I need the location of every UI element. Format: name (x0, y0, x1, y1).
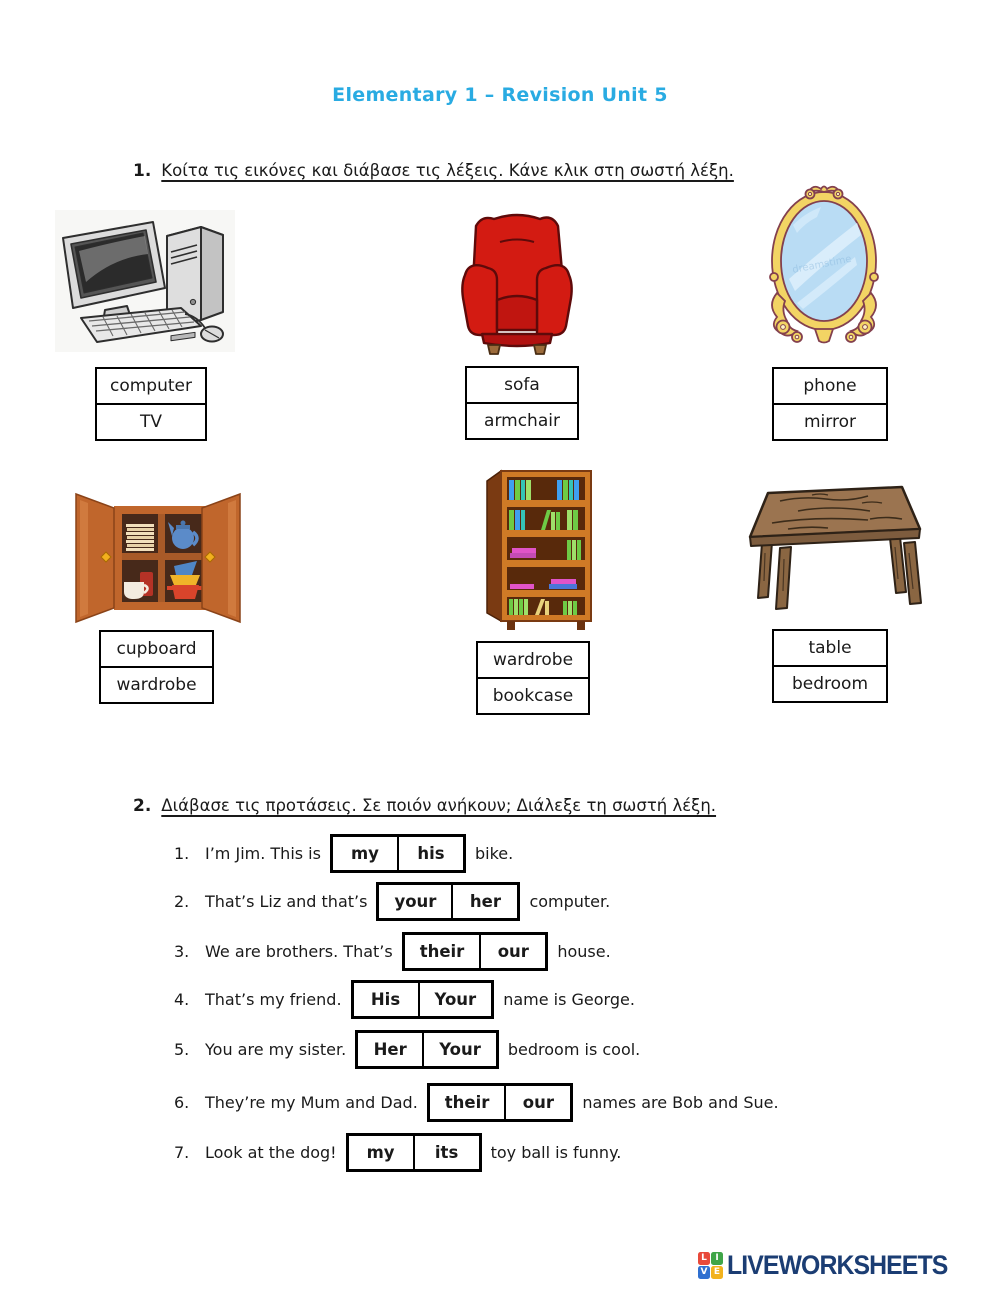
sentence-text-before: I’m Jim. This is (205, 843, 321, 863)
choice-option[interactable]: my (332, 836, 399, 870)
sentence-text-after: name is George. (503, 989, 635, 1009)
armchair-clipart-icon (461, 213, 573, 355)
exercise2-heading: 2. Διάβασε τις προτάσεις. Σε ποιόν ανήκου… (133, 796, 716, 816)
sentence-text-after: names are Bob and Sue. (582, 1092, 779, 1112)
word-option[interactable]: phone (774, 369, 886, 403)
sentence-text-after: computer. (529, 891, 611, 911)
sentence-number: 6. (174, 1092, 190, 1112)
sentence-text-after: house. (557, 941, 611, 961)
exercise1-instruction: Κοίτα τις εικόνες και διάβασε τις λέξεις… (161, 161, 734, 180)
choice-box: Her Your (355, 1029, 499, 1069)
word-option[interactable]: sofa (467, 368, 577, 402)
exercise1-heading: 1. Κοίτα τις εικόνες και διάβασε τις λέξε… (133, 161, 734, 181)
choice-option[interactable]: your (379, 884, 454, 918)
word-option[interactable]: table (774, 631, 886, 665)
wordbox-table: table bedroom (772, 629, 888, 703)
logo-square-e: E (711, 1266, 723, 1279)
sentence-number: 2. (174, 891, 190, 911)
cupboard-clipart-icon (75, 492, 241, 624)
sentence-row: 3. We are brothers. That’s their our hou… (174, 930, 611, 972)
word-option[interactable]: mirror (774, 403, 886, 439)
page-title: Elementary 1 – Revision Unit 5 (332, 84, 668, 106)
sentence-text-before: They’re my Mum and Dad. (205, 1092, 418, 1112)
sentence-text-before: We are brothers. That’s (205, 941, 393, 961)
sentence-number: 3. (174, 941, 190, 961)
wordbox-bookcase: wardrobe bookcase (476, 641, 590, 715)
word-option[interactable]: TV (97, 403, 205, 439)
sentence-row: 7. Look at the dog! my its toy ball is f… (174, 1131, 621, 1173)
choice-option[interactable]: Your (424, 1032, 496, 1066)
sentence-row: 2. That’s Liz and that’s your her comput… (174, 880, 610, 922)
word-option[interactable]: wardrobe (478, 643, 588, 677)
choice-option[interactable]: his (398, 836, 463, 870)
word-option[interactable]: armchair (467, 402, 577, 438)
logo-square-v: V (698, 1266, 710, 1279)
choice-option[interactable]: Her (358, 1032, 425, 1066)
sentence-number: 1. (174, 843, 190, 863)
word-option[interactable]: bedroom (774, 665, 886, 701)
bookcase-image (479, 467, 597, 635)
sentence-text-after: bedroom is cool. (507, 1039, 641, 1059)
choice-option[interactable]: Your (419, 982, 492, 1016)
choice-box: my its (345, 1132, 482, 1172)
choice-option[interactable]: their (404, 934, 482, 968)
choice-option[interactable]: our (481, 934, 546, 968)
armchair-image (442, 210, 592, 355)
sentence-text-after: toy ball is funny. (490, 1142, 622, 1162)
exercise1-number: 1. (133, 161, 152, 181)
choice-box: their our (426, 1082, 574, 1122)
sentence-row: 4. That’s my friend. His Your name is Ge… (174, 978, 635, 1020)
choice-option[interactable]: my (348, 1135, 415, 1169)
choice-option[interactable]: her (453, 884, 518, 918)
liveworksheets-brand-text: LIVEWORKSHEETS (727, 1250, 948, 1280)
sentence-number: 4. (174, 989, 190, 1009)
liveworksheets-logo-icon: L I V E (698, 1252, 723, 1279)
sentence-number: 7. (174, 1142, 190, 1162)
mirror-image: dreamstime (763, 181, 885, 353)
sentence-row: 6. They’re my Mum and Dad. their our nam… (174, 1081, 779, 1123)
choice-box: your her (376, 881, 521, 921)
choice-option[interactable]: their (429, 1085, 507, 1119)
sentence-number: 5. (174, 1039, 190, 1059)
choice-option[interactable]: its (414, 1135, 479, 1169)
sentence-text-before: You are my sister. (205, 1039, 347, 1059)
choice-option[interactable]: our (506, 1085, 571, 1119)
wordbox-armchair: sofa armchair (465, 366, 579, 440)
exercise2-instruction: Διάβασε τις προτάσεις. Σε ποιόν ανήκουν;… (161, 796, 717, 815)
sentence-text-before: Look at the dog! (205, 1142, 337, 1162)
sentence-text-before: That’s Liz and that’s (205, 891, 368, 911)
sentence-row: 5. You are my sister. Her Your bedroom i… (174, 1028, 640, 1070)
word-option[interactable]: computer (97, 369, 205, 403)
sentence-row: 1. I’m Jim. This is my his bike. (174, 832, 513, 874)
choice-option[interactable]: His (353, 982, 420, 1016)
sentence-text-before: That’s my friend. (205, 989, 342, 1009)
sentence-text-after: bike. (474, 843, 514, 863)
wordbox-mirror: phone mirror (772, 367, 888, 441)
exercise2-number: 2. (133, 796, 152, 816)
computer-clipart-icon (62, 221, 224, 343)
bookcase-clipart-icon (486, 469, 592, 630)
table-image (742, 481, 924, 615)
wordbox-cupboard: cupboard wardrobe (99, 630, 214, 704)
logo-square-i: I (711, 1252, 723, 1265)
word-option[interactable]: cupboard (101, 632, 212, 666)
logo-square-l: L (698, 1252, 710, 1265)
liveworksheets-footer: L I V E LIVEWORKSHEETS (698, 1250, 967, 1281)
choice-box: His Your (350, 979, 495, 1019)
choice-box: my his (329, 833, 466, 873)
computer-image (55, 210, 235, 352)
mirror-clipart-icon: dreamstime (769, 185, 879, 344)
choice-box: their our (401, 931, 549, 971)
cupboard-image (62, 490, 254, 626)
word-option[interactable]: bookcase (478, 677, 588, 713)
word-option[interactable]: wardrobe (101, 666, 212, 702)
table-clipart-icon (748, 485, 922, 610)
wordbox-computer: computer TV (95, 367, 207, 441)
